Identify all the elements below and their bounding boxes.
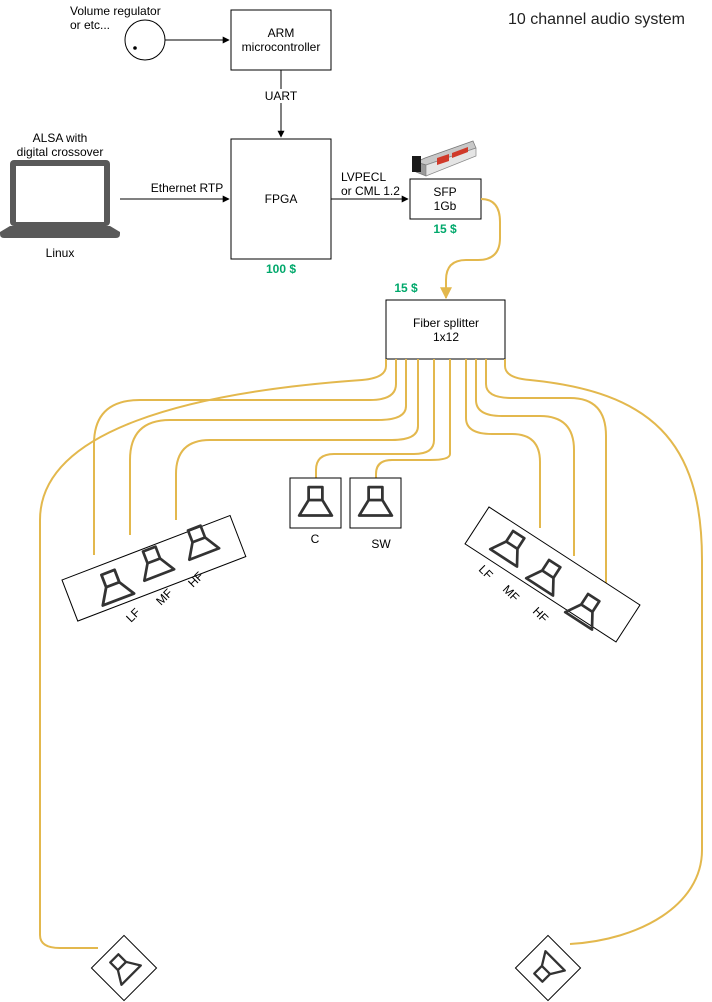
volume-knob[interactable] xyxy=(124,19,166,61)
sfp-box[interactable] xyxy=(409,178,482,220)
uart-label-bg xyxy=(260,89,302,103)
fpga-label: FPGA xyxy=(265,192,298,206)
ethernet-label: Ethernet RTP xyxy=(151,181,223,195)
fiber-splitter-box[interactable] xyxy=(385,299,506,360)
rear-left-speaker-box xyxy=(90,934,158,1002)
lvpecl-label-line2: or CML 1.2 xyxy=(341,184,400,198)
splitter-label-line2: 1x12 xyxy=(433,330,459,344)
sfp-to-splitter-fiber xyxy=(440,198,501,300)
fiber-out-9 xyxy=(485,359,607,587)
right-speaker-array xyxy=(464,506,641,643)
sfp-label-line2: 1Gb xyxy=(434,199,457,213)
arm-label-line2: microcontroller xyxy=(242,40,321,54)
sfp-module-icon xyxy=(412,140,477,177)
splitter-price: 15 $ xyxy=(394,281,418,295)
volume-label-line2: or etc... xyxy=(70,18,110,32)
rear-right-speaker-box xyxy=(514,934,582,1002)
sfp-price: 15 $ xyxy=(433,222,457,236)
fiber-out-2 xyxy=(93,359,397,555)
rear-right-speaker xyxy=(514,934,582,1002)
left-speaker-array xyxy=(61,514,247,622)
fiber-out-8 xyxy=(475,359,575,556)
fpga-box[interactable] xyxy=(230,138,332,260)
right-lf-label: LF xyxy=(476,562,496,582)
laptop-caption-line2: digital crossover xyxy=(17,145,104,159)
laptop-icon xyxy=(0,160,120,238)
volume-label-line1: Volume regulator xyxy=(70,4,161,18)
subwoofer-box xyxy=(349,477,402,529)
laptop-caption-line1: ALSA with xyxy=(33,131,88,145)
fiber-out-4 xyxy=(175,359,419,520)
laptop-os-label: Linux xyxy=(46,246,75,260)
uart-label: UART xyxy=(265,89,298,103)
fiber-out-3 xyxy=(129,359,407,535)
sfp-label-line1: SFP xyxy=(433,185,456,199)
center-speaker-box xyxy=(289,477,342,529)
center-label: C xyxy=(311,532,320,546)
diagram-title: 10 channel audio system xyxy=(508,11,685,28)
volume-knob-dot xyxy=(133,46,137,50)
lvpecl-label-line1: LVPECL xyxy=(341,170,386,184)
subwoofer-label: SW xyxy=(371,537,391,551)
fiber-out-6 xyxy=(375,359,451,478)
splitter-label-line1: Fiber splitter xyxy=(413,316,479,330)
left-lf-label: LF xyxy=(123,605,143,625)
left-array-box xyxy=(61,514,247,622)
arm-label-line1: ARM xyxy=(268,26,295,40)
fiber-out-1 xyxy=(39,359,387,949)
right-mf-label: MF xyxy=(500,582,522,604)
fiber-out-7 xyxy=(465,359,541,528)
fpga-price: 100 $ xyxy=(266,262,296,276)
fiber-out-10 xyxy=(504,359,703,945)
rear-left-speaker xyxy=(90,934,158,1002)
fiber-out-5 xyxy=(315,359,435,478)
right-hf-label: HF xyxy=(530,604,551,625)
